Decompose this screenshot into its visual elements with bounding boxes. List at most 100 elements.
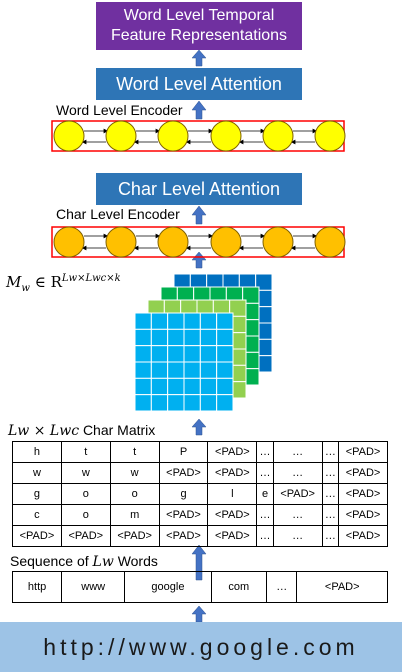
char-level-attention-box: Char Level Attention [96, 173, 302, 205]
char-level-encoder [51, 226, 346, 258]
char-matrix-cell: g [158, 483, 209, 505]
char-matrix-cell: <PAD> [158, 462, 209, 484]
up-arrows [191, 49, 207, 623]
char-matrix-cell: o [60, 504, 111, 526]
char-matrix-cell: w [60, 462, 111, 484]
sequence-label: Sequence of Lw Words [10, 553, 158, 570]
char-node-5 [262, 226, 294, 258]
char-matrix-cell: <PAD> [109, 525, 160, 547]
word-encoder-label: Word Level Encoder [56, 102, 183, 118]
char-matrix-row: <PAD><PAD><PAD><PAD><PAD>………<PAD> [12, 525, 388, 547]
char-matrix-cell: … [256, 462, 274, 484]
char-matrix-cell: … [272, 462, 323, 484]
word-level-attention-box: Word Level Attention [96, 68, 302, 100]
char-matrix-cell: t [109, 441, 160, 463]
char-matrix-cell: … [256, 504, 274, 526]
embedding-operator: ∈ R [34, 273, 62, 291]
word-node-5 [262, 120, 294, 152]
char-matrix-cell: o [109, 483, 160, 505]
char-matrix-cell: … [272, 525, 323, 547]
word-sequence-cell: … [265, 571, 298, 603]
word-level-encoder [51, 120, 346, 152]
word-sequence-cell: google [124, 571, 212, 603]
char-node-4 [210, 226, 242, 258]
embedding-tensor-stack [134, 273, 273, 412]
char-matrix-cell: <PAD> [207, 504, 258, 526]
output-line-2: Feature Representations [110, 27, 288, 44]
char-matrix-cell: … [321, 462, 340, 484]
arrow-to-word-attention [191, 100, 207, 120]
char-matrix-cell: <PAD> [207, 462, 258, 484]
embedding-symbol: M [6, 273, 22, 291]
char-matrix-cell: <PAD> [338, 441, 388, 463]
char-matrix-cell: … [256, 441, 274, 463]
embedding-label: Mw ∈ RLw×Lwc×k [6, 273, 121, 294]
char-matrix-cell: <PAD> [272, 483, 323, 505]
char-matrix-cell: <PAD> [338, 504, 388, 526]
char-matrix-cell: <PAD> [338, 462, 388, 484]
output-line-1: Word Level Temporal [123, 7, 275, 24]
embedding-layer-4 [134, 312, 234, 412]
output-representation-box: Word Level Temporal Feature Representati… [96, 2, 302, 50]
char-encoder-label: Char Level Encoder [56, 206, 180, 222]
char-matrix-cell: l [207, 483, 258, 505]
word-node-6 [314, 120, 346, 152]
char-matrix-cell: c [12, 504, 62, 526]
word-node-4 [210, 120, 242, 152]
input-url-bar: http://www.google.com [0, 622, 402, 672]
char-node-2 [105, 226, 137, 258]
sequence-label-math: Lw [92, 554, 114, 570]
char-matrix-cell: … [321, 504, 340, 526]
sequence-label-text: Sequence of [10, 553, 89, 569]
char-matrix-cell: <PAD> [338, 525, 388, 547]
char-matrix-cell: o [60, 483, 111, 505]
char-matrix-cell: … [321, 441, 340, 463]
char-matrix-cell: m [109, 504, 160, 526]
char-matrix-cell: <PAD> [338, 483, 388, 505]
char-matrix-cell: <PAD> [207, 525, 258, 547]
arrow-to-char-encoder [191, 251, 207, 269]
char-matrix-cell: h [12, 441, 62, 463]
char-matrix-cell: g [12, 483, 62, 505]
char-matrix-cell: t [60, 441, 111, 463]
char-matrix-text: Char Matrix [82, 422, 156, 438]
word-sequence-cell: com [210, 571, 267, 603]
char-matrix-cell: … [321, 483, 340, 505]
arrow-to-embedding [191, 418, 207, 436]
arrow-to-char-attention [191, 205, 207, 225]
word-node-3 [157, 120, 189, 152]
word-sequence-cell: http [11, 571, 63, 603]
embedding-superscript: Lw×Lwc×k [61, 273, 121, 284]
word-sequence-cell: www [61, 571, 126, 603]
arrow-from-url [191, 605, 207, 623]
word-node-2 [105, 120, 137, 152]
char-matrix-cell: e [256, 483, 274, 505]
sequence-label-suffix: Words [117, 553, 158, 569]
char-matrix-cell: … [272, 441, 323, 463]
word-node-1 [53, 120, 85, 152]
char-matrix-cell: w [12, 462, 62, 484]
word-sequence-cell: <PAD> [296, 571, 388, 603]
char-matrix-cell: … [321, 525, 340, 547]
char-matrix-cell: <PAD> [60, 525, 111, 547]
char-matrix-cell: … [272, 504, 323, 526]
char-node-6 [314, 226, 346, 258]
char-node-1 [53, 226, 85, 258]
char-matrix-cell: <PAD> [158, 525, 209, 547]
arrow-to-output [191, 49, 207, 67]
char-matrix-cell: P [158, 441, 209, 463]
char-matrix-cell: <PAD> [12, 525, 62, 547]
embedding-subscript: w [21, 283, 30, 294]
char-matrix-cell: <PAD> [158, 504, 209, 526]
char-matrix-cell: <PAD> [207, 441, 258, 463]
char-matrix-label: Lw × Lwc Char Matrix [8, 422, 155, 439]
char-matrix-dims: Lw × Lwc [8, 423, 80, 439]
